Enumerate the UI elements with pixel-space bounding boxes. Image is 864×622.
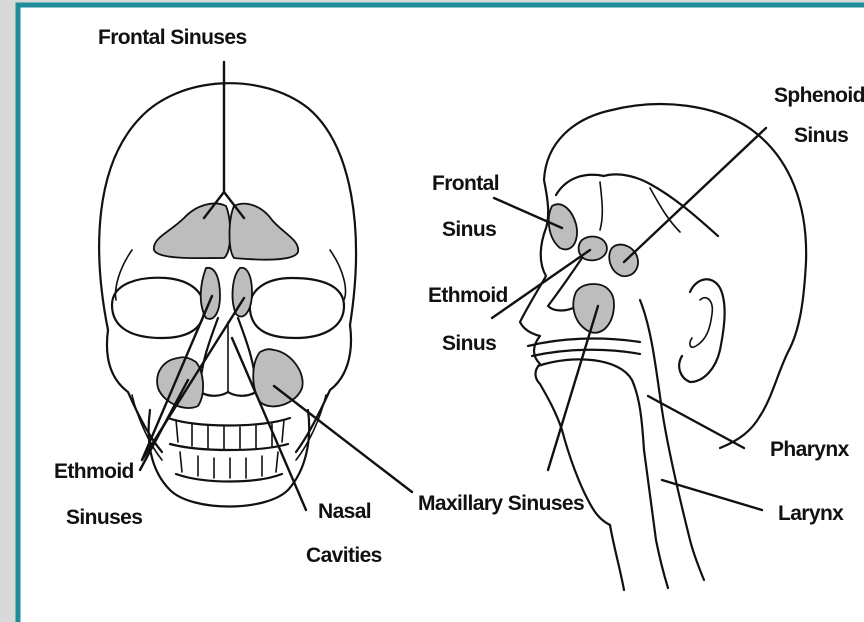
- label-nasal-cavities-line2: Cavities: [306, 544, 382, 567]
- label-ethmoid-sinus-line2: Sinus: [442, 332, 496, 355]
- label-sphenoid-line1: Sphenoid: [774, 84, 864, 107]
- ethmoid-sinus-right: [233, 268, 252, 317]
- label-ethmoid-sinuses-line2: Sinuses: [66, 506, 142, 529]
- label-ethmoid-sinuses-line1: Ethmoid: [54, 460, 134, 483]
- label-maxillary-sinuses: Maxillary Sinuses: [418, 492, 584, 515]
- label-sphenoid-line2: Sinus: [794, 124, 848, 147]
- label-nasal-cavities-line1: Nasal: [318, 500, 371, 523]
- label-frontal-sinuses: Frontal Sinuses: [98, 26, 247, 49]
- diagram-background: [18, 5, 864, 622]
- label-frontal-sinus-line1: Frontal: [432, 172, 499, 195]
- label-ethmoid-sinus-line1: Ethmoid: [428, 284, 508, 307]
- label-pharynx: Pharynx: [770, 438, 850, 461]
- label-frontal-sinus-line2: Sinus: [442, 218, 496, 241]
- label-larynx: Larynx: [778, 502, 844, 525]
- ethmoid-sinus-left: [201, 268, 220, 319]
- side-ethmoid-sinus: [579, 237, 607, 261]
